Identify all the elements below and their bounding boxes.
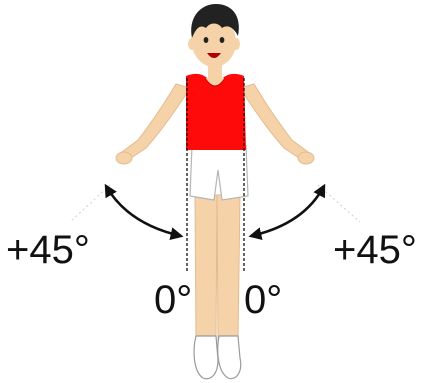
boy-figure	[116, 4, 314, 379]
left-45-degree-label: +45°	[6, 230, 90, 270]
left-arm	[119, 84, 190, 161]
right-eye	[220, 37, 225, 43]
right-curved-arrow	[251, 186, 324, 236]
left-leg	[195, 195, 217, 340]
right-45-degree-label: +45°	[333, 230, 417, 270]
left-ear	[188, 38, 196, 50]
right-hand	[298, 152, 314, 164]
right-shoe	[218, 336, 241, 379]
left-45-guide-line	[70, 185, 110, 222]
left-curved-arrow	[106, 186, 181, 236]
left-eye	[204, 37, 209, 43]
left-0-degree-label: 0°	[154, 280, 192, 320]
right-ear	[232, 38, 240, 50]
right-arm	[240, 84, 311, 161]
left-shoe	[194, 336, 218, 379]
right-leg	[217, 195, 240, 340]
shorts	[190, 146, 248, 200]
right-45-guide-line	[318, 185, 360, 222]
right-0-degree-label: 0°	[244, 280, 282, 320]
left-hand	[116, 152, 132, 164]
